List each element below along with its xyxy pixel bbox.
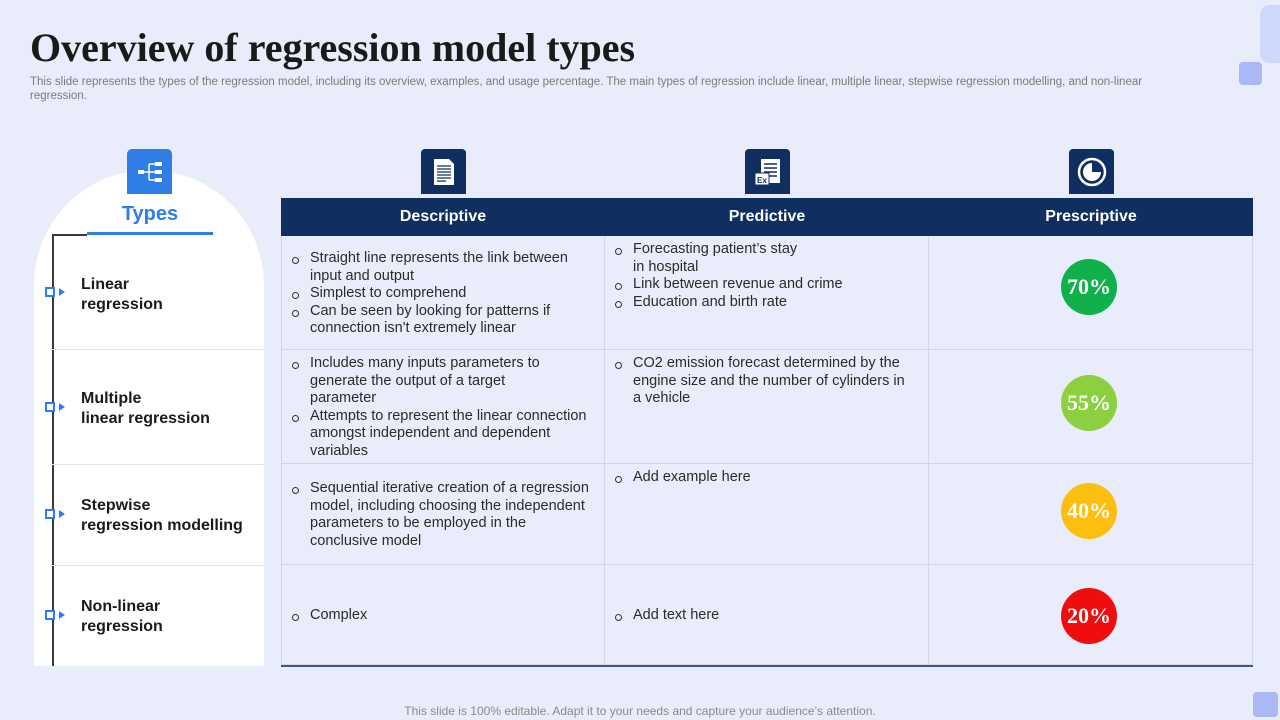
list-item: Can be seen by looking for patterns if c… bbox=[282, 303, 596, 338]
list-item: Education and birth rate bbox=[605, 294, 928, 312]
table-cell-predictive: Add example here bbox=[605, 464, 929, 565]
table-cell-prescriptive bbox=[929, 464, 1253, 565]
pie-chart-icon bbox=[1069, 149, 1114, 194]
list-item: Attempts to represent the linear connect… bbox=[282, 408, 596, 461]
list-item: Straight line represents the link betwee… bbox=[282, 250, 596, 285]
table-bottom-border bbox=[281, 665, 1253, 667]
decorative-square bbox=[1239, 62, 1262, 85]
list-item: Add example here bbox=[605, 469, 928, 487]
list-item: CO2 emission forecast determined by the … bbox=[605, 355, 914, 408]
table-cell-predictive: Add text here bbox=[605, 565, 929, 665]
types-heading: Types bbox=[121, 203, 179, 225]
list-item: Forecasting patient’s stay in hospital bbox=[605, 241, 848, 276]
document-icon bbox=[421, 149, 466, 194]
list-item: Sequential iterative creation of a regre… bbox=[282, 480, 596, 550]
timeline-connector bbox=[52, 234, 87, 236]
table-cell-descriptive: Straight line represents the link betwee… bbox=[281, 236, 605, 350]
table-cell-prescriptive bbox=[929, 236, 1253, 350]
timeline-line bbox=[52, 234, 54, 666]
column-header-prescriptive: Prescriptive bbox=[1045, 208, 1137, 225]
row-marker bbox=[45, 610, 67, 622]
percent-badge-stepwise: 40% bbox=[1061, 483, 1117, 539]
spreadsheet-icon: Ex bbox=[745, 149, 790, 194]
list-item: Simplest to comprehend bbox=[282, 285, 596, 303]
row-separator bbox=[52, 565, 264, 566]
list-item: Link between revenue and crime bbox=[605, 276, 928, 294]
column-header-descriptive: Descriptive bbox=[399, 208, 487, 225]
row-marker bbox=[45, 402, 67, 414]
list-item: Includes many inputs parameters to gener… bbox=[282, 355, 596, 408]
row-separator bbox=[52, 464, 264, 465]
decorative-square bbox=[1253, 692, 1278, 717]
types-underline bbox=[87, 232, 213, 235]
table-cell-prescriptive bbox=[929, 350, 1253, 464]
row-marker bbox=[45, 509, 67, 521]
row-marker bbox=[45, 287, 67, 299]
table-cell-descriptive: Includes many inputs parameters to gener… bbox=[281, 350, 605, 464]
percent-badge-linear: 70% bbox=[1061, 259, 1117, 315]
percent-badge-multiple-linear: 55% bbox=[1061, 375, 1117, 431]
table-cell-predictive: CO2 emission forecast determined by the … bbox=[605, 350, 929, 464]
table-cell-prescriptive bbox=[929, 565, 1253, 665]
page-subtitle: This slide represents the types of the r… bbox=[30, 76, 1143, 102]
list-item: Add text here bbox=[605, 607, 928, 625]
table-cell-descriptive: Complex bbox=[281, 565, 605, 665]
page-title: Overview of regression model types bbox=[30, 25, 636, 70]
decorative-tab bbox=[1260, 5, 1280, 63]
svg-text:Ex: Ex bbox=[757, 176, 767, 185]
footer-note: This slide is 100% editable. Adapt it to… bbox=[404, 704, 876, 718]
table-cell-predictive: Forecasting patient’s stay in hospital L… bbox=[605, 236, 929, 350]
row-separator bbox=[52, 349, 264, 350]
table-cell-descriptive: Sequential iterative creation of a regre… bbox=[281, 464, 605, 565]
percent-badge-non-linear: 20% bbox=[1061, 588, 1117, 644]
list-item: Complex bbox=[282, 607, 604, 625]
table-header: Descriptive Predictive Prescriptive bbox=[281, 198, 1253, 236]
types-panel bbox=[34, 170, 264, 666]
hierarchy-icon bbox=[127, 149, 172, 194]
column-header-predictive: Predictive bbox=[728, 208, 806, 225]
